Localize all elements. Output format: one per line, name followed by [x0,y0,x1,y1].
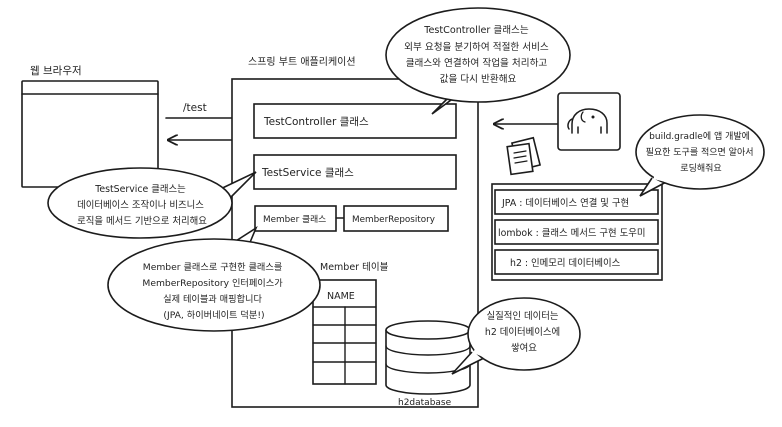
service-bubble [47,167,257,239]
document-icon [506,136,542,176]
database-bubble [451,297,581,375]
member-class-label: Member 클래스 [263,214,326,225]
gradle-bubble [635,114,765,197]
dependency-h2: h2 : 인메모리 데이터베이스 [510,258,621,269]
controller-box [253,103,457,139]
request-label: /test [183,102,207,114]
database-cylinder [385,320,471,395]
dependency-lombok: lombok : 클래스 메서드 구현 도우미 [498,228,646,239]
browser-window [21,80,159,188]
service-bubble-text: TestService 클래스는 데이터베이스 조작이나 비즈니스 로직을 메서… [77,184,207,227]
service-box [253,154,457,190]
service-label: TestService 클래스 [261,167,354,179]
spring-app-label: 스프링 부트 애플리케이션 [248,56,356,68]
gradle-bubble-text: build.gradle에 앱 개발에 필요한 도구를 적으면 알아서 로딩해줘… [646,130,757,174]
member-table-column: NAME [327,291,355,302]
database-label: h2database [398,398,452,408]
member-table [312,279,377,385]
member-class-box [254,205,337,232]
controller-bubble-text: TestController 클래스는 외부 요청을 분기하여 적절한 서비스 … [404,25,552,85]
dependency-h2-box [494,249,659,275]
member-table-title: Member 테이블 [320,262,389,273]
member-bubble-text: Member 클래스로 구현한 클래스를 MemberRepository 인터… [142,262,285,321]
dependency-lombok-box [494,219,659,245]
controller-bubble [385,7,571,115]
dependency-jpa: JPA : 데이터베이스 연결 및 구현 [501,197,629,209]
database-bubble-text: 실질적인 데이터는 h2 데이터베이스에 쌓여요 [485,310,563,354]
repository-label: MemberRepository [352,215,435,225]
elephant-icon [557,92,621,151]
dependency-jpa-box [494,189,659,215]
repository-box [343,205,449,232]
browser-label: 웹 브라우저 [30,65,82,77]
member-bubble [107,225,321,332]
controller-label: TestController 클래스 [263,116,369,128]
